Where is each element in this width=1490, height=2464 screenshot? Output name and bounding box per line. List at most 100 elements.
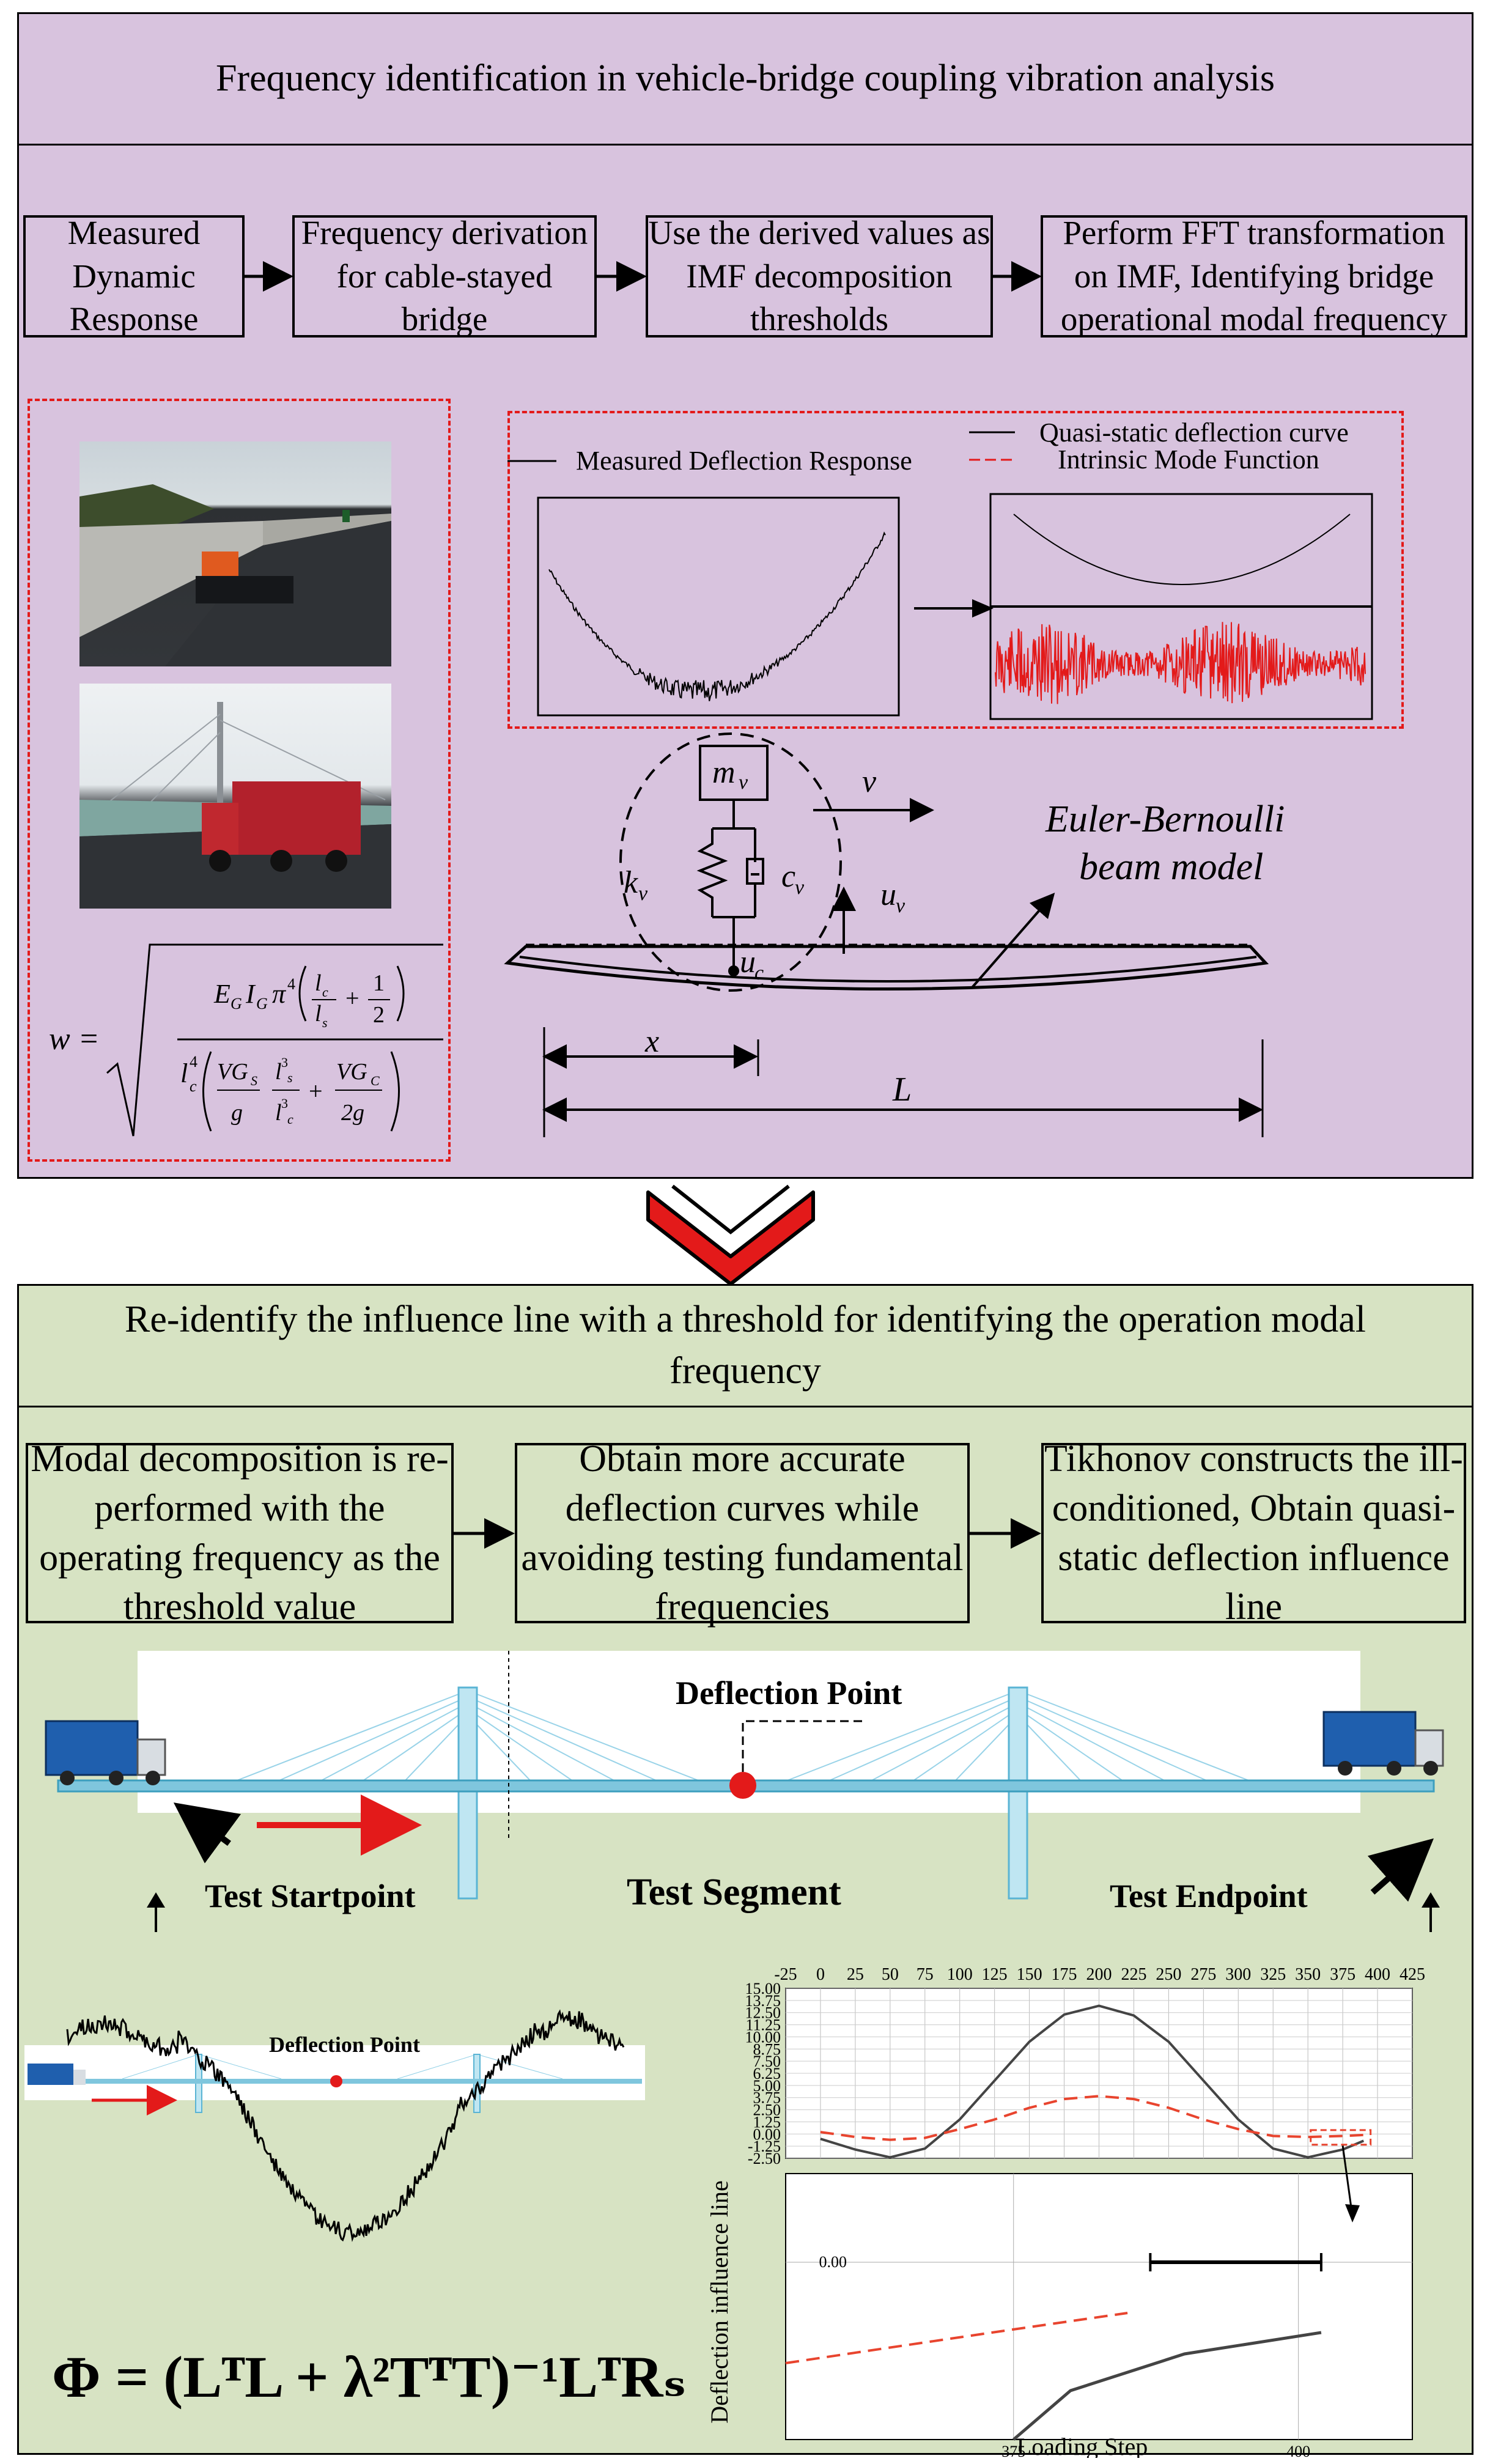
x-label: x	[644, 1024, 659, 1059]
chart-y-tick-label: 5.00	[753, 2077, 781, 2095]
mass-label: m	[712, 755, 736, 790]
svg-text:l: l	[275, 1100, 282, 1126]
test-end-label: Test Endpoint	[1110, 1878, 1308, 1914]
chart-y-tick-label: 2.50	[753, 2101, 781, 2119]
chart-y-axis-label: Deflection influence line	[706, 2180, 733, 2424]
bottom-step-2: Obtain more accurate deflection curves w…	[515, 1438, 970, 1628]
truck-left-icon	[45, 1720, 166, 1785]
legend-quasi-static: Quasi-static deflection curve	[1039, 418, 1349, 448]
svg-text:VG: VG	[336, 1059, 367, 1085]
svg-text:+: +	[309, 1077, 323, 1105]
spring-icon	[696, 828, 728, 917]
svg-text:VG: VG	[217, 1059, 248, 1085]
svg-text:2: 2	[373, 1002, 385, 1028]
chart-y-tick-label: 15.00	[745, 1980, 781, 1997]
chart-y-tick-label: 7.50	[753, 2053, 781, 2070]
svg-text:1: 1	[373, 970, 385, 996]
chart-series-line-2	[820, 2095, 1364, 2141]
chart-y-tick-label: 10.00	[745, 2028, 781, 2046]
top-step-4: Perform FFT transformation on IMF, Ident…	[1041, 214, 1467, 338]
influence-response-curve	[66, 2009, 625, 2242]
chart-zoom-connector	[1341, 2145, 1354, 2217]
svg-text:l: l	[275, 1059, 282, 1085]
svg-text:G: G	[256, 995, 268, 1013]
chart-x-tick-label: 25	[847, 1965, 864, 1984]
legend-imf: Intrinsic Mode Function	[1058, 444, 1319, 474]
chart-x-tick-label: 150	[1017, 1965, 1042, 1984]
deflection-point-marker	[729, 1772, 756, 1799]
chart-y-tick-label: 12.50	[745, 2004, 781, 2022]
bottom-step-arrows	[454, 1518, 1041, 1549]
svg-text:v: v	[896, 894, 905, 917]
svg-text:s: s	[322, 1015, 328, 1030]
bottom-title-text: Re-identify the influence line with a th…	[125, 1299, 1366, 1392]
chart-y-tick-label: 13.75	[745, 1992, 781, 2010]
legend-lines	[507, 431, 1015, 462]
svg-text:π: π	[272, 979, 287, 1009]
svg-text:v: v	[638, 882, 648, 905]
legend-measured: Measured Deflection Response	[576, 446, 912, 476]
site-photo-truck-drawing	[79, 702, 391, 909]
svg-text:I: I	[245, 979, 256, 1009]
svg-text:u: u	[880, 877, 896, 912]
chart-y-tick-label: 6.25	[753, 2065, 781, 2082]
top-step-arrows	[245, 261, 1042, 292]
chart-y-tick-label: 11.25	[745, 2016, 781, 2034]
chart-y-tick-label: -2.50	[748, 2150, 781, 2167]
svg-text:G: G	[231, 995, 242, 1013]
svg-text:4: 4	[190, 1053, 197, 1071]
measured-response-plot	[537, 496, 900, 717]
svg-text:u: u	[740, 945, 756, 979]
svg-text:s: s	[287, 1070, 293, 1085]
chart-x-tick-label: 0	[816, 1965, 825, 1984]
contact-point	[728, 965, 739, 976]
bridge-schematic	[45, 1651, 1444, 1932]
vehicle-dashed-circle	[619, 732, 842, 992]
svg-text:2g: 2g	[341, 1100, 364, 1126]
site-photo-road	[79, 441, 391, 666]
chart-y-tick-label: 8.75	[753, 2040, 781, 2058]
chart-x-tick-label: 250	[1156, 1965, 1181, 1984]
frequency-formula: w = E G I G π 4 l c l s + 1 2 l 4 c VG S…	[49, 942, 443, 1137]
tikhonov-equation: Φ = (LᵀL + λ²TᵀT)⁻¹LᵀRₛ	[52, 2344, 687, 2410]
transition-arrow-icon	[646, 1184, 815, 1286]
velocity-label: v	[862, 764, 877, 799]
influence-response-plot	[66, 2009, 625, 2242]
chart-zoom-x-tick: 400	[1286, 2443, 1310, 2458]
length-label: L	[892, 1071, 912, 1108]
chart-x-tick-label: 100	[947, 1965, 973, 1984]
svg-text:c: c	[781, 859, 795, 894]
site-photo-road-drawing	[79, 484, 391, 666]
chart-zoom-frame	[785, 2173, 1413, 2440]
measured-response-curve	[548, 531, 886, 701]
chart-x-tick-label: 375	[1330, 1965, 1355, 1984]
top-step-3: Use the derived values as IMF decomposit…	[646, 214, 993, 338]
chart-x-tick-label: 125	[982, 1965, 1008, 1984]
chart-zoom-arrowhead	[1345, 2204, 1360, 2222]
chart-x-axis-label: Loading Step	[1017, 2433, 1148, 2458]
chart-x-tick-label: 200	[1086, 1965, 1112, 1984]
chart-y-tick-label: 3.75	[753, 2089, 781, 2107]
test-start-label: Test Startpoint	[205, 1878, 416, 1914]
decomposition-arrow	[914, 599, 994, 618]
beam-label-1: Euler-Bernoulli	[1045, 799, 1285, 840]
beam-label-2: beam model	[1079, 846, 1263, 888]
chart-x-tick-label: 175	[1052, 1965, 1077, 1984]
top-title-text: Frequency identification in vehicle-brid…	[215, 57, 1275, 100]
quasi-static-plot	[989, 493, 1373, 720]
chart-x-tick-label: 350	[1295, 1965, 1321, 1984]
formula-lhs: w =	[49, 1022, 100, 1057]
chart-x-tick-label: 75	[916, 1965, 934, 1984]
svg-text:l: l	[315, 970, 322, 996]
quasi-static-curve	[1013, 514, 1351, 585]
cable-fan-right	[782, 1690, 1254, 1783]
chart-x-tick-label: 300	[1225, 1965, 1251, 1984]
svg-text:S: S	[251, 1073, 257, 1088]
svg-text:+: +	[345, 984, 360, 1012]
pylon-left	[457, 1686, 478, 1900]
svg-text:v: v	[739, 771, 748, 794]
chart-x-tick-label: 425	[1400, 1965, 1425, 1984]
svg-text:l: l	[315, 1001, 322, 1027]
